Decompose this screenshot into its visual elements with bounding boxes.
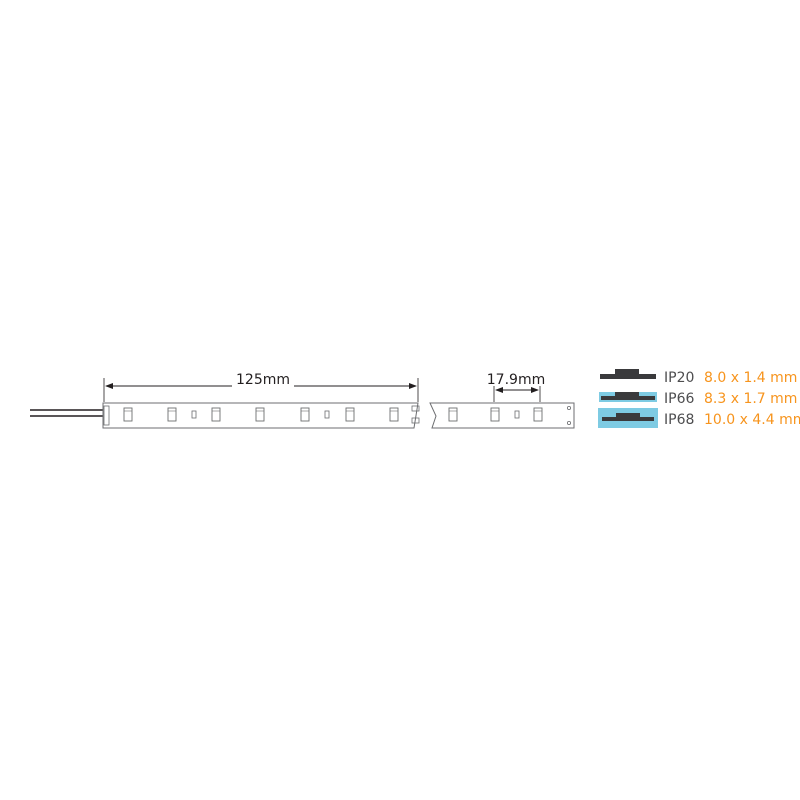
led-pitch-label: 17.9mm [487,372,545,388]
dimension-strip-length: 125mm [103,372,419,402]
ip66-profile-icon [599,392,657,402]
resistor [324,410,330,419]
ip66-code: IP66 [664,391,694,407]
lead-wires [30,409,109,417]
ip68-profile-icon [598,408,658,428]
resistors [191,410,520,419]
ip66-row: IP66 8.3 x 1.7 mm [599,391,797,407]
ip66-size: 8.3 x 1.7 mm [704,391,797,407]
led-chip [255,407,265,422]
led-chip [123,407,133,422]
led-chip [300,407,310,422]
ip20-code: IP20 [664,370,694,386]
cut-point-pads [411,405,420,424]
led-chip [533,407,543,422]
resistor [514,410,520,419]
ip68-row: IP68 10.0 x 4.4 mm [598,408,800,428]
led-chip [490,407,500,422]
ip20-profile-icon [600,369,656,379]
dimension-led-pitch: 17.9mm [487,372,545,402]
ip68-code: IP68 [664,412,694,428]
strip-length-label: 125mm [236,372,290,388]
led-chip [448,407,458,422]
ip68-size: 10.0 x 4.4 mm [704,412,800,428]
led-chips [123,407,543,422]
led-chip [345,407,355,422]
ip20-size: 8.0 x 1.4 mm [704,370,797,386]
ip-rating-legend: IP20 8.0 x 1.4 mm IP66 8.3 x 1.7 mm IP68… [598,369,800,428]
led-chip [167,407,177,422]
led-chip [211,407,221,422]
ip20-row: IP20 8.0 x 1.4 mm [600,369,797,386]
resistor [191,410,197,419]
led-chip [389,407,399,422]
